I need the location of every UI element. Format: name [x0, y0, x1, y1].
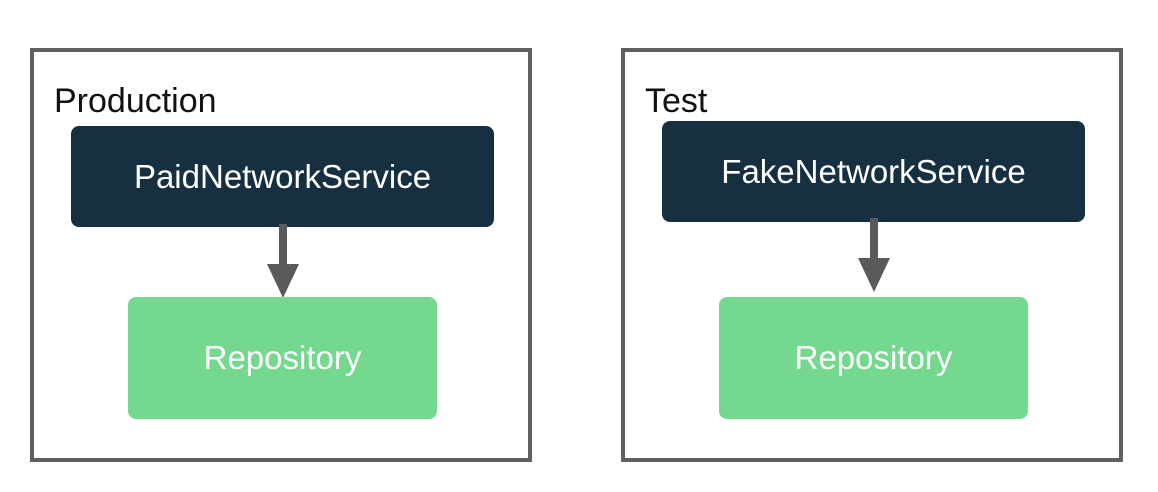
fake-network-service-box: FakeNetworkService	[662, 121, 1085, 222]
paid-network-service-label: PaidNetworkService	[133, 157, 432, 195]
test-repository-label: Repository	[794, 339, 953, 376]
paid-network-service-box: PaidNetworkService	[71, 126, 494, 227]
test-repository-box: Repository	[719, 297, 1028, 419]
production-dependency-arrow	[267, 224, 299, 298]
production-repository-label: Repository	[203, 339, 362, 376]
test-dependency-arrow	[858, 218, 890, 292]
test-label: Test	[645, 82, 708, 120]
production-label: Production	[54, 82, 217, 120]
production-panel: Production PaidNetworkService Repository	[30, 48, 532, 462]
fake-network-service-label: FakeNetworkService	[721, 152, 1026, 190]
test-panel: Test FakeNetworkService Repository	[621, 48, 1123, 462]
production-repository-box: Repository	[128, 297, 437, 419]
